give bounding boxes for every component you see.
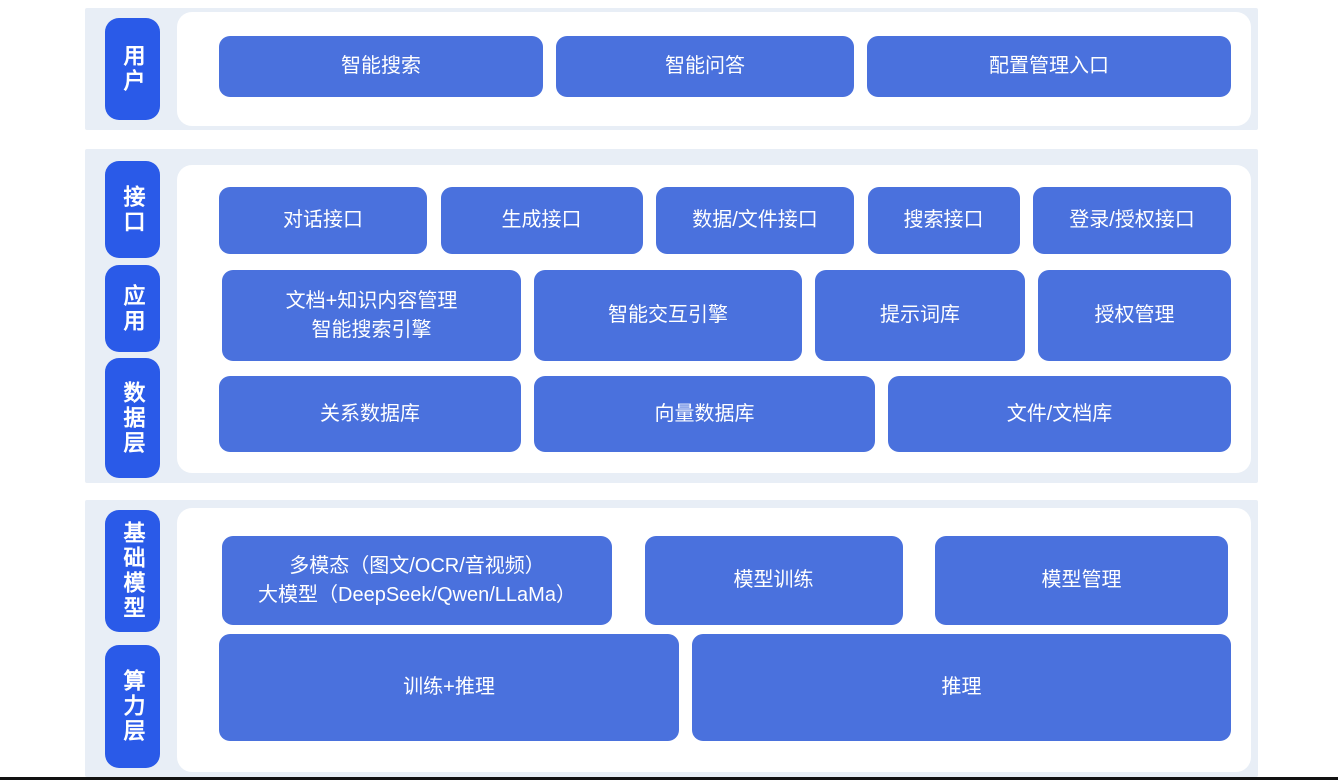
layer-label-interface: 接口 [105,161,160,258]
box-label: 智能问答 [665,55,745,77]
layer-label-user: 用户 [105,18,160,120]
box-interaction-engine: 智能交互引擎 [534,270,802,361]
box-label-line2: 大模型（DeepSeek/Qwen/LLaMa） [258,583,576,606]
user-layer-panel: 智能搜索 智能问答 配置管理入口 [177,12,1251,126]
box-label: 登录/授权接口 [1069,209,1195,231]
box-file-doc-store: 文件/文档库 [888,376,1231,452]
box-data-file-api: 数据/文件接口 [656,187,854,254]
box-label: 搜索接口 [903,209,984,231]
box-label: 授权管理 [1094,304,1175,326]
bottom-divider-line [0,777,1338,780]
box-label: 对话接口 [283,209,363,231]
box-label-line2: 智能搜索引擎 [311,318,432,341]
user-layer-section: 用户 智能搜索 智能问答 配置管理入口 [85,8,1258,130]
box-config-mgmt-entry: 配置管理入口 [867,36,1231,97]
box-label: 提示词库 [880,304,960,326]
box-smart-qa: 智能问答 [556,36,854,97]
box-model-mgmt: 模型管理 [935,536,1228,625]
box-label: 模型训练 [733,569,814,591]
interface-row: 对话接口 生成接口 数据/文件接口 搜索接口 登录/授权接口 [219,187,1231,254]
layer-label-data: 数据层 [105,358,160,478]
box-relational-db: 关系数据库 [219,376,521,452]
layer-label-compute: 算力层 [105,645,160,768]
application-row: 文档+知识内容管理 智能搜索引擎 智能交互引擎 提示词库 授权管理 [222,270,1231,361]
box-label: 向量数据库 [654,402,755,425]
box-training-inference: 训练+推理 [219,634,679,741]
box-label: 模型管理 [1041,569,1122,591]
box-auth-mgmt: 授权管理 [1038,270,1231,361]
box-label: 生成接口 [501,209,582,231]
box-label-line1: 多模态（图文/OCR/音视频） [289,554,545,577]
foundation-model-row: 多模态（图文/OCR/音视频） 大模型（DeepSeek/Qwen/LLaMa）… [222,536,1228,625]
box-vector-db: 向量数据库 [534,376,875,452]
box-multimodal-llm: 多模态（图文/OCR/音视频） 大模型（DeepSeek/Qwen/LLaMa） [222,536,612,625]
box-label: 文件/文档库 [1006,402,1113,425]
data-row: 关系数据库 向量数据库 文件/文档库 [219,376,1231,452]
box-label: 智能搜索 [341,55,421,77]
user-layer-row: 智能搜索 智能问答 配置管理入口 [219,36,1231,97]
box-label: 配置管理入口 [989,55,1109,77]
box-label: 数据/文件接口 [692,209,818,231]
box-model-training: 模型训练 [644,536,903,625]
middle-layers-section: 接口 应用 数据层 对话接口 生成接口 数据/文件接口 搜索接口 登录/授权接口 [85,149,1258,483]
foundation-layers-section: 基础模型 算力层 多模态（图文/OCR/音视频） 大模型（DeepSeek/Qw… [85,500,1258,777]
box-label: 关系数据库 [320,402,420,425]
foundation-layers-panel: 多模态（图文/OCR/音视频） 大模型（DeepSeek/Qwen/LLaMa）… [177,508,1251,772]
box-label: 推理 [941,676,982,698]
box-generation-api: 生成接口 [440,187,643,254]
box-label-line1: 文档+知识内容管理 [285,289,458,312]
box-search-api: 搜索接口 [867,187,1020,254]
box-login-auth-api: 登录/授权接口 [1033,187,1231,254]
box-dialog-api: 对话接口 [219,187,427,254]
box-label: 训练+推理 [403,676,495,698]
middle-layers-panel: 对话接口 生成接口 数据/文件接口 搜索接口 登录/授权接口 文档+知识内容管理 [177,165,1251,473]
box-prompt-library: 提示词库 [815,270,1025,361]
box-inference: 推理 [692,634,1231,741]
box-smart-search: 智能搜索 [219,36,543,97]
box-label: 智能交互引擎 [608,304,728,326]
box-doc-knowledge-search-engine: 文档+知识内容管理 智能搜索引擎 [222,270,521,361]
layer-label-application: 应用 [105,265,160,352]
layer-label-foundation-model: 基础模型 [105,510,160,632]
compute-row: 训练+推理 推理 [219,634,1231,741]
